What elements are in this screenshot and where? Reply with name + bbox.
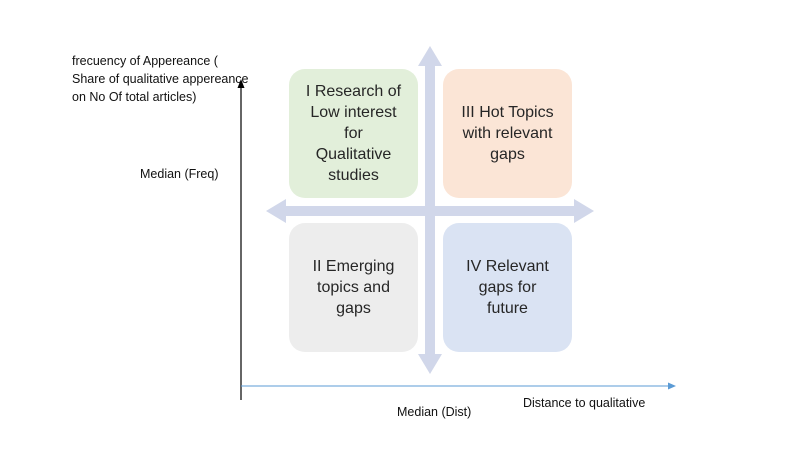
- quadrant-iv-label: IV Relevant gaps for future: [466, 258, 549, 317]
- median-dist-label: Median (Dist): [397, 405, 472, 419]
- quadrant-iii-box: III Hot Topics with relevant gaps: [443, 69, 572, 198]
- median-freq-label: Median (Freq): [140, 167, 219, 181]
- quadrant-iv-box: IV Relevant gaps for future: [443, 223, 572, 352]
- quadrant-ii-label: II Emerging topics and gaps: [312, 258, 395, 317]
- quadrant-i-label: I Research of Low interest for Qualitati…: [305, 83, 402, 184]
- quadrant-iii-label: III Hot Topics with relevant gaps: [461, 104, 554, 163]
- cross-arrowhead-right: [574, 199, 594, 223]
- x-axis-arrowhead: [668, 382, 676, 390]
- quadrant-ii-box: II Emerging topics and gaps: [289, 223, 418, 352]
- cross-horizontal-shaft: [284, 206, 578, 216]
- cross-arrowhead-left: [266, 199, 286, 223]
- cross-arrowhead-up: [418, 46, 442, 66]
- y-axis-arrowhead: [237, 79, 245, 88]
- y-axis-title: frecuency of Appereance ( Share of quali…: [72, 54, 249, 104]
- cross-arrowhead-down: [418, 354, 442, 374]
- quadrant-i-box: I Research of Low interest for Qualitati…: [289, 69, 418, 198]
- x-axis-title: Distance to qualitative: [523, 396, 646, 410]
- cross-arrows: [266, 46, 594, 374]
